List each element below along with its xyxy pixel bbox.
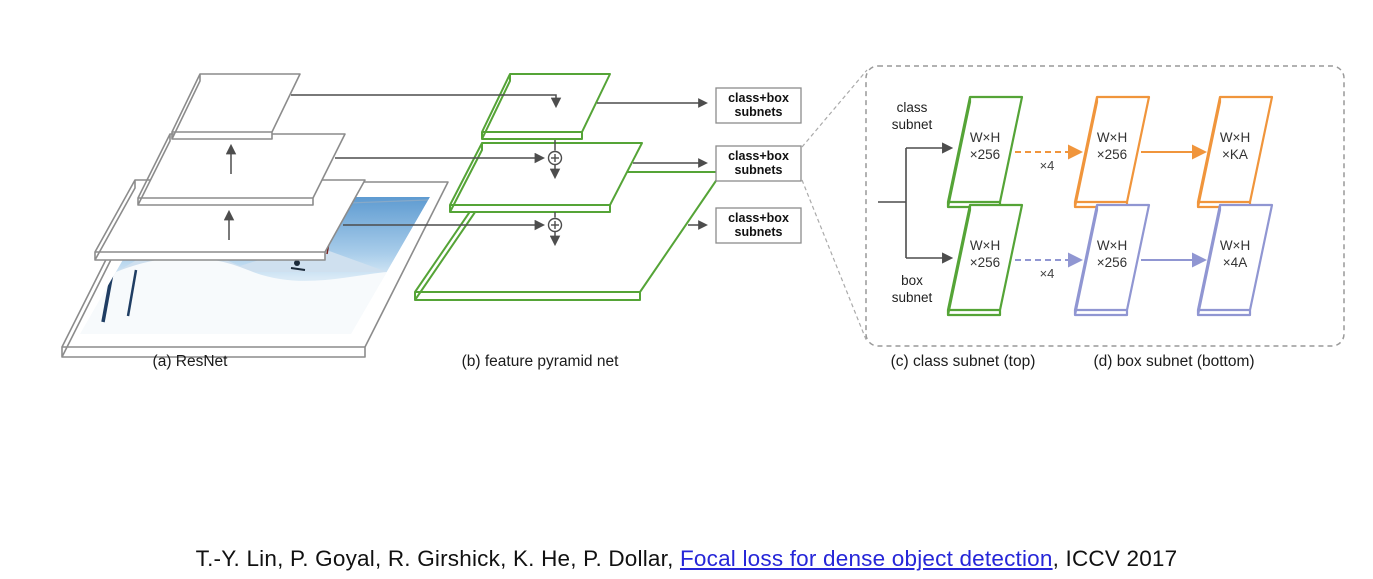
box-subnet-label-line1: box — [901, 273, 923, 288]
zoom-connector-top — [801, 69, 868, 148]
class-plane-1-line2: ×256 — [970, 147, 1000, 162]
photo-pole-2 — [126, 269, 138, 317]
photo-ski — [290, 267, 306, 271]
citation-suffix: , ICCV 2017 — [1052, 546, 1178, 571]
panel-b-caption: (b) feature pyramid net — [462, 353, 619, 370]
class-plane-2-line2: ×256 — [1097, 147, 1127, 162]
class-plane-1 — [946, 95, 1024, 209]
subnet-box-3-line1: class+box — [728, 211, 789, 225]
box-plane-3-line2: ×4A — [1223, 255, 1247, 270]
box-plane-3-line1: W×H — [1220, 238, 1250, 253]
box-repeat-label: ×4 — [1040, 266, 1055, 281]
input-split-bracket — [878, 148, 907, 258]
box-plane-1 — [946, 203, 1024, 317]
box-plane-1-line1: W×H — [970, 238, 1000, 253]
citation-link[interactable]: Focal loss for dense object detection — [679, 546, 1053, 571]
class-plane-3-line2: ×KA — [1222, 147, 1248, 162]
box-subnet-label-line2: subnet — [892, 290, 933, 305]
subnet-box-3-line2: subnets — [735, 225, 783, 239]
subnet-box-1: class+box subnets — [715, 87, 802, 124]
plus-merge-icon-2 — [547, 217, 563, 233]
fpn-plane-1 — [481, 73, 611, 140]
resnet-plane-1 — [171, 73, 301, 140]
subnet-box-2-line2: subnets — [735, 163, 783, 177]
class-repeat-label: ×4 — [1040, 158, 1055, 173]
subnet-box-3: class+box subnets — [715, 207, 802, 244]
citation: T.-Y. Lin, P. Goyal, R. Girshick, K. He,… — [0, 546, 1373, 572]
panel-d-caption: (d) box subnet (bottom) — [1093, 353, 1254, 370]
class-plane-3-line1: W×H — [1220, 130, 1250, 145]
box-plane-3 — [1196, 203, 1274, 317]
panel-c-caption: (c) class subnet (top) — [891, 353, 1036, 370]
subnet-box-1-line1: class+box — [728, 91, 789, 105]
resnet-plane-2 — [137, 133, 346, 206]
class-plane-1-line1: W×H — [970, 130, 1000, 145]
subnet-box-2-line1: class+box — [728, 149, 789, 163]
subnet-box-1-line2: subnets — [735, 105, 783, 119]
box-plane-1-line2: ×256 — [970, 255, 1000, 270]
box-plane-2-line2: ×256 — [1097, 255, 1127, 270]
class-plane-2-line1: W×H — [1097, 130, 1127, 145]
retinanet-architecture-diagram: class+box subnets class+box subnets clas… — [61, 65, 1345, 370]
panel-a-caption: (a) ResNet — [153, 353, 229, 370]
photo-snow — [80, 257, 387, 334]
box-plane-2-line1: W×H — [1097, 238, 1127, 253]
class-plane-2 — [1073, 95, 1151, 209]
class-subnet-label-line2: subnet — [892, 117, 933, 132]
subnet-box-2: class+box subnets — [715, 145, 802, 182]
citation-authors: T.-Y. Lin, P. Goyal, R. Girshick, K. He,… — [195, 546, 680, 571]
zoom-connector-bottom — [801, 179, 868, 343]
photo-skier — [294, 260, 300, 266]
box-plane-2 — [1073, 203, 1151, 317]
detail-dashed-box — [865, 65, 1345, 347]
plus-merge-icon-1 — [547, 150, 563, 166]
class-subnet-label-line1: class — [897, 100, 928, 115]
fpn-plane-2 — [449, 142, 643, 213]
lateral-elbow-arrow-1 — [291, 94, 562, 109]
